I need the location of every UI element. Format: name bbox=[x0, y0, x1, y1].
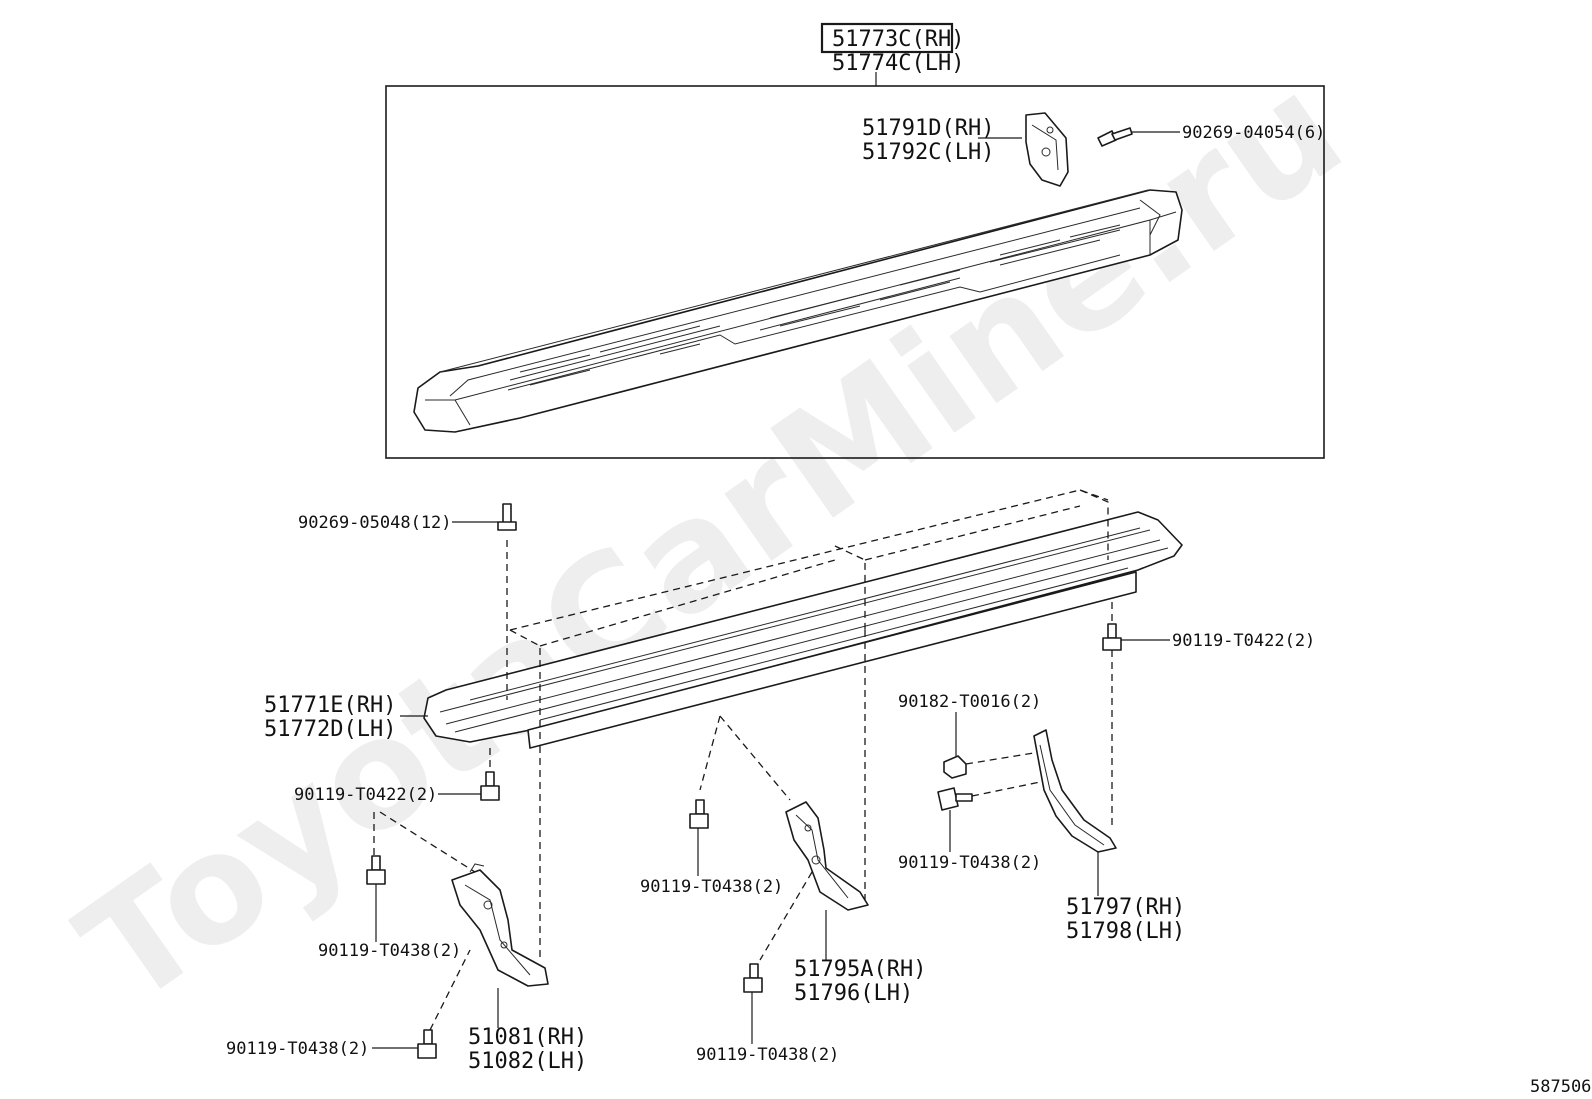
label-51774c: 51774C(LH) bbox=[832, 51, 964, 76]
left-bottom-bolt-illustration bbox=[417, 1029, 437, 1059]
label-51772d: 51772D(LH) bbox=[264, 717, 396, 742]
label-90119-t0422-right: 90119-T0422(2) bbox=[1172, 631, 1315, 651]
mounting-rail-illustration bbox=[423, 511, 1183, 749]
label-90119-t0438-center-bottom: 90119-T0438(2) bbox=[696, 1045, 839, 1065]
left-bracket-illustration bbox=[451, 863, 549, 987]
label-51773c: 51773C(RH) bbox=[832, 27, 964, 52]
label-51081: 51081(RH) bbox=[468, 1025, 587, 1050]
top-bracket-illustration bbox=[1025, 112, 1069, 187]
rail-screw-illustration bbox=[497, 503, 517, 531]
right-nut-illustration bbox=[943, 755, 967, 779]
label-90119-t0422-left: 90119-T0422(2) bbox=[294, 785, 437, 805]
top-screw-illustration bbox=[1097, 127, 1133, 147]
label-51798: 51798(LH) bbox=[1066, 919, 1185, 944]
label-51795a: 51795A(RH) bbox=[794, 957, 926, 982]
center-bracket-illustration bbox=[785, 801, 869, 911]
label-90269-04054: 90269-04054(6) bbox=[1182, 123, 1325, 143]
label-90119-t0438-right: 90119-T0438(2) bbox=[898, 853, 1041, 873]
label-51797: 51797(RH) bbox=[1066, 895, 1185, 920]
right-bracket-illustration bbox=[1033, 729, 1117, 853]
step-assembly-frame bbox=[385, 85, 1325, 459]
right-mid-bolt-illustration bbox=[937, 787, 973, 811]
label-51082: 51082(LH) bbox=[468, 1049, 587, 1074]
running-board-illustration bbox=[413, 189, 1183, 433]
left-low-bolt-illustration bbox=[366, 855, 386, 885]
label-90119-t0438-left-bottom: 90119-T0438(2) bbox=[226, 1039, 369, 1059]
label-90269-05048: 90269-05048(12) bbox=[298, 513, 452, 533]
label-51791d: 51791D(RH) bbox=[862, 116, 994, 141]
label-51771e: 51771E(RH) bbox=[264, 693, 396, 718]
center-top-bolt-illustration bbox=[689, 799, 709, 829]
center-bottom-bolt-illustration bbox=[743, 963, 763, 993]
left-mid-bolt-illustration bbox=[480, 771, 500, 801]
right-top-bolt-illustration bbox=[1102, 623, 1122, 651]
label-51792c: 51792C(LH) bbox=[862, 140, 994, 165]
label-90182-t0016: 90182-T0016(2) bbox=[898, 692, 1041, 712]
label-51796: 51796(LH) bbox=[794, 981, 913, 1006]
figure-id: 587506 bbox=[1530, 1077, 1591, 1097]
label-90119-t0438-center-top: 90119-T0438(2) bbox=[640, 877, 783, 897]
highlight-box bbox=[820, 22, 954, 54]
label-90119-t0438-left-low: 90119-T0438(2) bbox=[318, 941, 461, 961]
